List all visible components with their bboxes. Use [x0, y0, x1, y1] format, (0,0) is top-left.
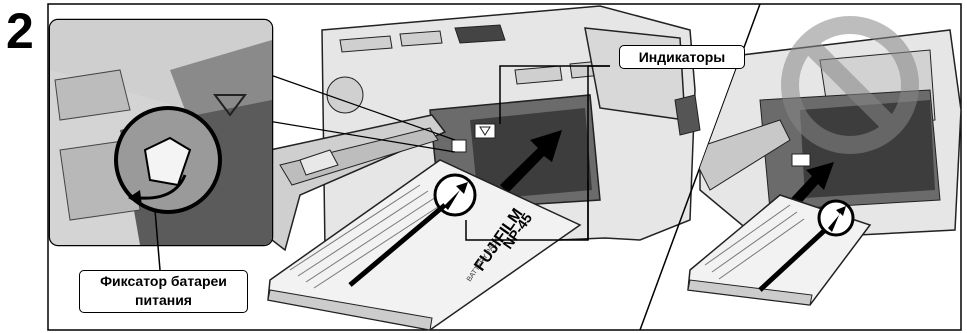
battery-latch-label-line2: питания — [80, 291, 247, 310]
indicators-label: Индикаторы — [619, 45, 745, 69]
battery-latch-label-line1: Фиксатор батареи — [80, 272, 247, 291]
latch-inset — [50, 20, 272, 270]
battery-latch-label: Фиксатор батареи питания — [79, 270, 248, 313]
